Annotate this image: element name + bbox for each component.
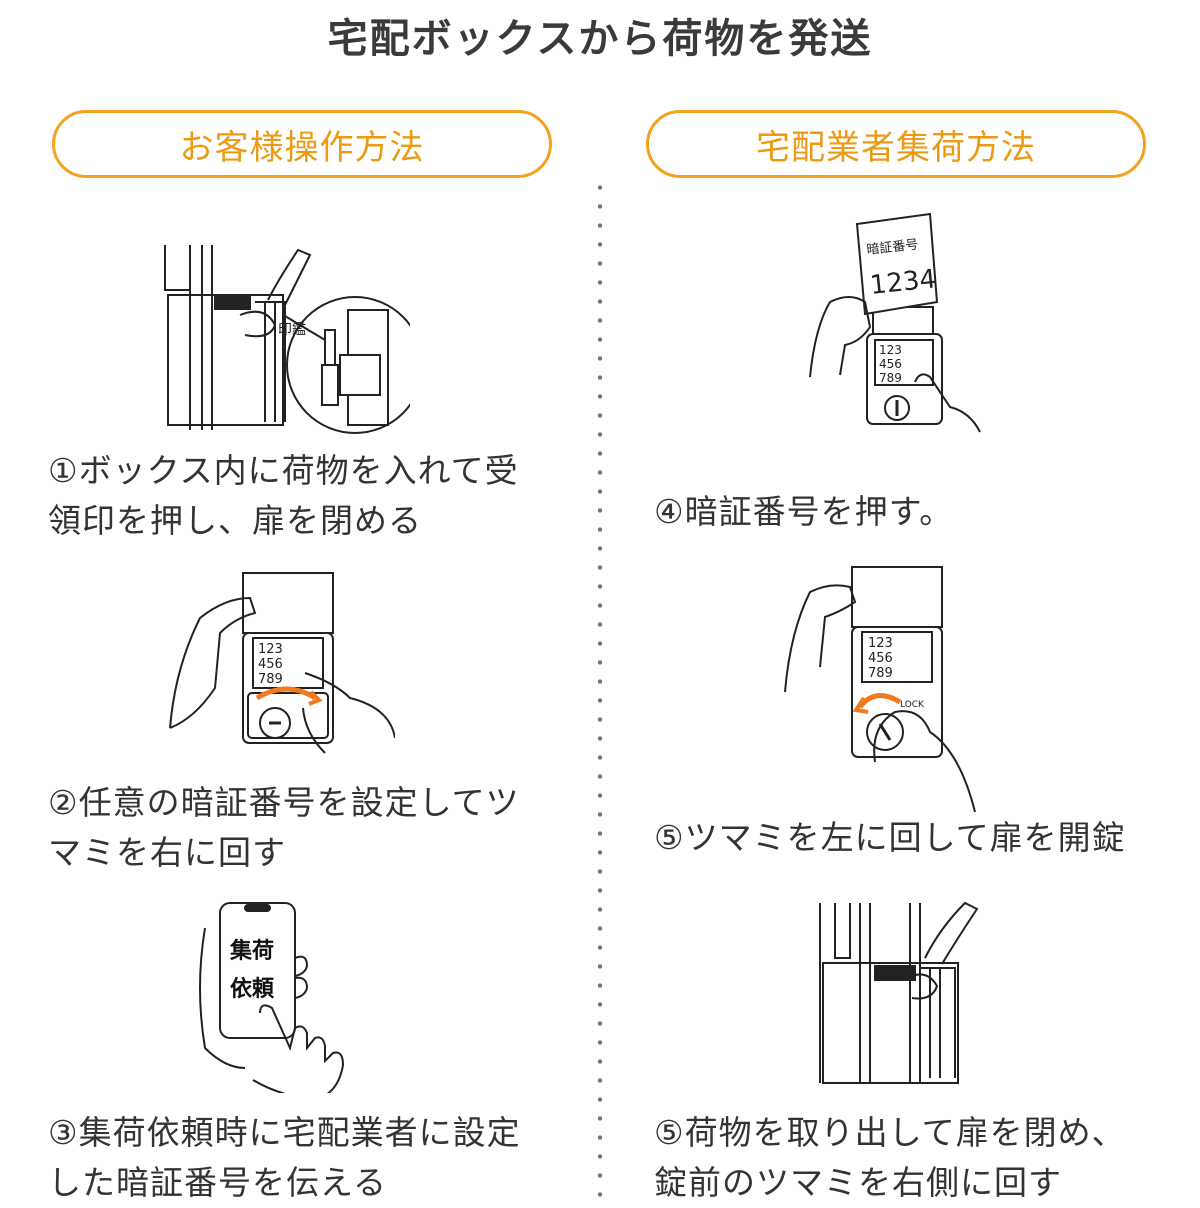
column-divider (596, 178, 604, 1200)
keypad-row1: 123 (868, 636, 893, 651)
step-5-text: ⑤ツマミを左に回して扉を開錠 (654, 818, 1126, 857)
step-6-text: ⑤荷物を取り出して扉を閉め、 錠前のツマミを右側に回す (654, 1113, 1126, 1202)
keypad-turn-right-illustration: 123 456 789 (169, 572, 395, 754)
phone-text-line1: 集荷 (229, 938, 274, 964)
stamp-label: 印鑑 (278, 321, 306, 338)
phone-request-illustration: 集荷 依頼 (199, 902, 345, 1093)
code-slip-keypad-illustration: 123 456 789 暗証番号 1234 (809, 212, 981, 433)
section-header-customer-label: お客様操作方法 (179, 127, 425, 168)
code-slip-title: 暗証番号 (866, 238, 919, 258)
keypad-row3: 789 (258, 672, 283, 687)
section-header-customer: お客様操作方法 (52, 110, 552, 178)
lock-label: LOCK (900, 700, 925, 710)
keypad-row3: 789 (879, 371, 902, 385)
keypad-row1: 123 (258, 642, 283, 657)
box-stamp-illustration: 印鑑 (164, 245, 410, 434)
step-4-text: ④暗証番号を押す。 (654, 492, 954, 531)
keypad-row2: 456 (868, 651, 893, 666)
keypad-row2: 456 (879, 357, 902, 371)
section-header-courier: 宅配業者集荷方法 (646, 110, 1146, 178)
keypad-row1: 123 (879, 343, 902, 357)
keypad-row3: 789 (868, 666, 893, 681)
section-header-courier-label: 宅配業者集荷方法 (756, 127, 1036, 168)
keypad-turn-left-illustration: 123 456 789 LOCK (784, 566, 976, 812)
phone-text-line2: 依頼 (230, 976, 275, 1002)
page-title: 宅配ボックスから荷物を発送 (327, 16, 873, 62)
step-1-text: ①ボックス内に荷物を入れて受 領印を押し、扉を閉める (48, 451, 519, 540)
code-slip-number: 1234 (869, 264, 938, 301)
box-close-illustration (819, 901, 979, 1084)
keypad-row2: 456 (258, 657, 283, 672)
step-2-text: ②任意の暗証番号を設定してツ マミを右に回す (48, 783, 520, 872)
step-3-text: ③集荷依頼時に宅配業者に設定 した暗証番号を伝える (48, 1113, 521, 1202)
